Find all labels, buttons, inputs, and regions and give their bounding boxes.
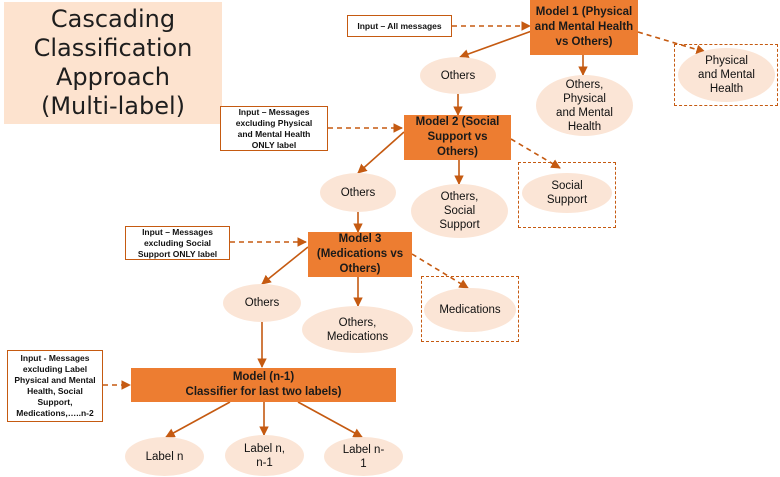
node-text: Others, [565, 78, 604, 91]
model-n-1-box: Model (n-1) Classifier for last two labe… [131, 368, 396, 402]
node-text: Health [709, 83, 744, 95]
input-text: excluding Label [22, 364, 88, 374]
model-text: (Medications vs [316, 248, 404, 260]
input-text: Support, [37, 397, 73, 407]
med-node: Medications [424, 288, 516, 332]
model-text: Support vs [427, 131, 488, 143]
node-text: Others [340, 186, 376, 199]
input-text: Input - Messages [20, 353, 90, 363]
diagram-title: Cascading Classification Approach (Multi… [4, 2, 222, 124]
input-text: Input – Messages [238, 106, 310, 117]
title-line: Approach [55, 63, 171, 91]
title-line: Classification [33, 34, 193, 62]
input-text: Input – All messages [357, 20, 442, 31]
node-text: Label n [145, 450, 184, 463]
model-text: and Mental Health [534, 21, 634, 33]
m2-to-others [357, 131, 405, 174]
model-text: Model (n-1) [232, 371, 295, 383]
input-text: Input – Messages [142, 226, 213, 237]
m1-to-others [459, 27, 541, 59]
mn-to-label-n [165, 401, 231, 438]
node-text: 1 [360, 457, 367, 470]
model-text: Classifier for last two labels) [185, 386, 342, 398]
model-3-box: Model 3 (Medications vs Others) [308, 232, 412, 277]
node-text: Support [439, 219, 480, 231]
node-text: Medications [326, 330, 389, 343]
model-2-box: Model 2 (Social Support vs Others) [404, 115, 511, 160]
m3-to-med [411, 253, 469, 289]
ss-dashed-box [518, 162, 616, 228]
model-text: Model 2 (Social [415, 116, 500, 128]
input-text: Health, Social [27, 386, 83, 396]
model-text: Others) [437, 146, 478, 158]
node-text: Physical [705, 55, 748, 67]
others-pmh-node: Others, Physical and Mental Health [536, 75, 633, 136]
model-text: Model 3 [338, 233, 382, 245]
model-text: vs Others) [555, 36, 613, 48]
mn-to-label-n1 [297, 401, 363, 438]
node-text: Social [551, 180, 583, 192]
label-n-node: Label n [125, 437, 204, 476]
others-node-2: Others [320, 173, 396, 212]
m3-to-others [261, 246, 309, 285]
node-text: Others, [338, 316, 377, 329]
input-text: and Mental Health [237, 128, 311, 139]
node-text: and Mental [698, 69, 755, 81]
node-text: Label n- [342, 443, 385, 456]
m1-to-pmh [637, 31, 706, 55]
input-box-2: Input – Messages excluding Physical and … [220, 106, 328, 151]
label-n1-node: Label n- 1 [324, 437, 403, 476]
pmh-dashed-box [674, 44, 778, 106]
node-text: Social [443, 205, 476, 217]
input-text: excluding Social [143, 237, 212, 248]
node-text: Medications [439, 304, 501, 316]
title-line: Cascading [50, 5, 176, 33]
model-text: Model 1 (Physical [535, 6, 633, 18]
node-text: Physical [563, 92, 606, 105]
input-text: Support ONLY label [137, 248, 218, 259]
input-text: Physical and Mental [14, 375, 96, 385]
node-text: Others [440, 69, 476, 82]
others-ss-node: Others, Social Support [411, 184, 508, 238]
node-text: Others, [440, 191, 479, 203]
label-n-n1-node: Label n, n-1 [225, 435, 304, 476]
input-box-1: Input – All messages [347, 15, 452, 37]
ss-node: Social Support [522, 173, 612, 213]
input-box-4: Input - Messages excluding Label Physica… [7, 350, 103, 422]
node-text: Label n, [244, 442, 285, 455]
node-text: Others [244, 297, 280, 309]
input-box-3: Input – Messages excluding Social Suppor… [125, 226, 230, 260]
med-dashed-box [421, 276, 519, 342]
model-1-box: Model 1 (Physical and Mental Health vs O… [530, 0, 638, 55]
others-node-3: Others [223, 284, 301, 322]
input-text: ONLY label [251, 139, 297, 150]
others-med-node: Others, Medications [302, 306, 413, 353]
node-text: Health [567, 120, 602, 133]
node-text: and Mental [556, 106, 613, 119]
node-text: Support [546, 194, 588, 206]
others-node-1: Others [420, 57, 496, 94]
node-text: n-1 [256, 456, 273, 469]
input-text: excluding Physical [235, 117, 313, 128]
model-text: Others) [339, 263, 381, 275]
title-line: (Multi-label) [40, 92, 186, 120]
pmh-node: Physical and Mental Health [678, 48, 775, 102]
input-text: Medications,…..n-2 [16, 408, 94, 418]
m2-to-ss [510, 138, 561, 169]
